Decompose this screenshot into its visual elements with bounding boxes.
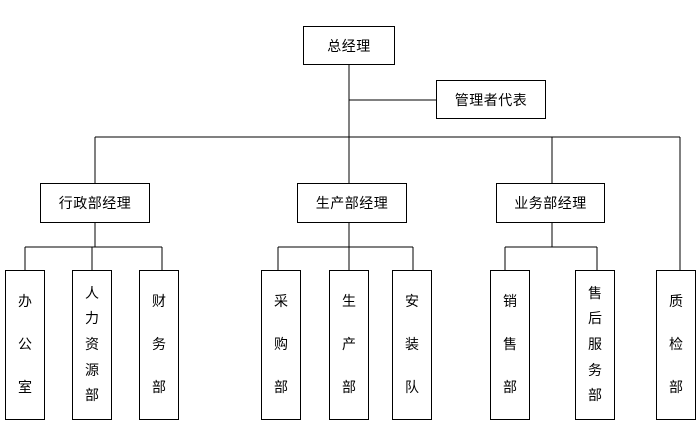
dept-char: 后 [588, 311, 602, 328]
general-manager-box: 总经理 [303, 26, 395, 65]
finance-dept-box: 财 务 部 [139, 270, 179, 420]
dept-char: 检 [669, 336, 683, 353]
installation-team-box: 安 装 队 [392, 270, 432, 420]
qc-dept-box: 质 检 部 [656, 270, 696, 420]
dept-char: 售 [503, 336, 517, 353]
sales-dept-box: 销 售 部 [490, 270, 530, 420]
production-manager-box: 生产部经理 [297, 183, 407, 223]
after-sales-dept-box: 售 后 服 务 部 [575, 270, 615, 420]
management-representative-label: 管理者代表 [454, 92, 528, 109]
dept-char: 财 [152, 294, 166, 311]
dept-char: 生 [342, 294, 356, 311]
hr-dept-box: 人 力 资 源 部 [72, 270, 112, 420]
dept-char: 务 [152, 336, 166, 353]
dept-char: 售 [588, 285, 602, 302]
dept-char: 部 [85, 388, 99, 405]
dept-char: 力 [85, 311, 99, 328]
dept-char: 部 [503, 379, 517, 396]
dept-char: 公 [18, 336, 32, 353]
dept-char: 安 [405, 294, 419, 311]
general-manager-label: 总经理 [327, 38, 371, 55]
dept-char: 部 [274, 379, 288, 396]
dept-char: 销 [503, 294, 517, 311]
office-dept-box: 办 公 室 [5, 270, 45, 420]
business-manager-label: 业务部经理 [514, 196, 587, 212]
business-manager-box: 业务部经理 [496, 183, 605, 223]
dept-char: 装 [405, 336, 419, 353]
dept-char: 部 [342, 379, 356, 396]
dept-char: 服 [588, 336, 602, 353]
purchasing-dept-box: 采 购 部 [261, 270, 301, 420]
dept-char: 人 [85, 285, 99, 302]
production-manager-label: 生产部经理 [315, 196, 389, 212]
dept-char: 办 [18, 294, 32, 311]
admin-manager-label: 行政部经理 [58, 196, 132, 212]
dept-char: 产 [342, 336, 356, 353]
dept-char: 务 [588, 362, 602, 379]
dept-char: 部 [588, 388, 602, 405]
management-representative-box: 管理者代表 [436, 80, 546, 119]
dept-char: 购 [274, 336, 288, 353]
admin-manager-box: 行政部经理 [40, 183, 150, 223]
dept-char: 质 [669, 294, 683, 311]
dept-char: 队 [405, 379, 419, 396]
dept-char: 采 [274, 294, 288, 311]
dept-char: 资 [85, 336, 99, 353]
dept-char: 室 [18, 379, 32, 396]
dept-char: 部 [152, 379, 166, 396]
dept-char: 源 [85, 362, 99, 379]
dept-char: 部 [669, 379, 683, 396]
production-dept-box: 生 产 部 [329, 270, 369, 420]
